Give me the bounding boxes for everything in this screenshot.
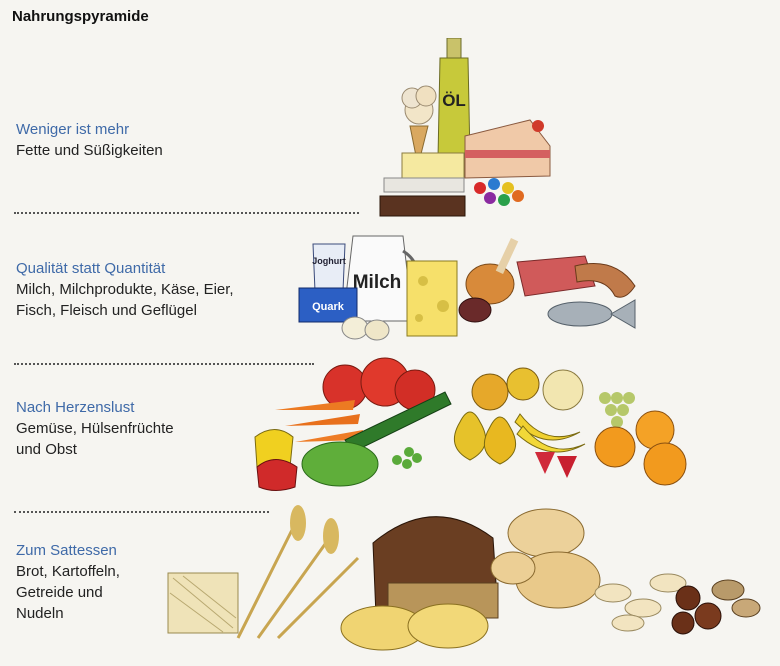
grapes-icon xyxy=(599,392,635,428)
grains-potatoes-illustration xyxy=(148,498,768,658)
pears-icon xyxy=(454,412,515,464)
chocolate-icon xyxy=(380,196,465,216)
strawberries-icon xyxy=(535,452,577,478)
tier-heading: Qualität statt Quantität xyxy=(16,258,286,279)
tier-description-line: Milch, Milchprodukte, Käse, Eier, xyxy=(16,279,286,300)
milk-label: Milch xyxy=(353,272,402,293)
cake-slice-icon xyxy=(465,120,550,178)
sausage-icon xyxy=(575,264,635,298)
yogurt-label: Joghurt xyxy=(312,256,346,266)
lettuce-icon xyxy=(302,442,378,486)
tier-fats-sweets: Weniger ist mehr Fette und Süßigkeiten xyxy=(16,119,286,161)
salami-icon xyxy=(459,298,491,322)
chicken-leg-icon xyxy=(466,238,518,304)
oil-label: ÖL xyxy=(442,91,466,110)
noodles-icon xyxy=(168,573,238,633)
vegetables-fruit-illustration xyxy=(245,352,695,492)
yogurt-cup-icon: Joghurt xyxy=(312,244,346,291)
tier-description-line: Fette und Süßigkeiten xyxy=(16,140,286,161)
cheese-icon xyxy=(407,261,457,336)
tier-dairy-protein: Qualität statt Quantität Milch, Milchpro… xyxy=(16,258,286,321)
wheat-icon xyxy=(238,505,358,638)
peas-icon xyxy=(392,447,422,469)
oranges-icon xyxy=(595,411,686,485)
dairy-protein-illustration: Joghurt Milch Quark xyxy=(295,226,645,346)
potatoes-icon xyxy=(491,509,600,608)
sweets-fats-illustration: ÖL xyxy=(370,38,560,223)
page-title: Nahrungspyramide xyxy=(12,8,149,25)
bread-loaf-icon xyxy=(373,517,498,618)
divider xyxy=(14,212,359,214)
fish-icon xyxy=(548,300,635,328)
butter-icon xyxy=(384,153,464,192)
candies-icon xyxy=(474,178,524,206)
apples-icon xyxy=(472,368,583,410)
tier-description-line: Fisch, Fleisch und Geflügel xyxy=(16,300,286,321)
bananas-icon xyxy=(515,414,585,452)
quark-box-icon: Quark xyxy=(299,288,357,322)
peppers-icon xyxy=(255,430,297,491)
tier-heading: Weniger ist mehr xyxy=(16,119,286,140)
quark-label: Quark xyxy=(312,301,345,313)
